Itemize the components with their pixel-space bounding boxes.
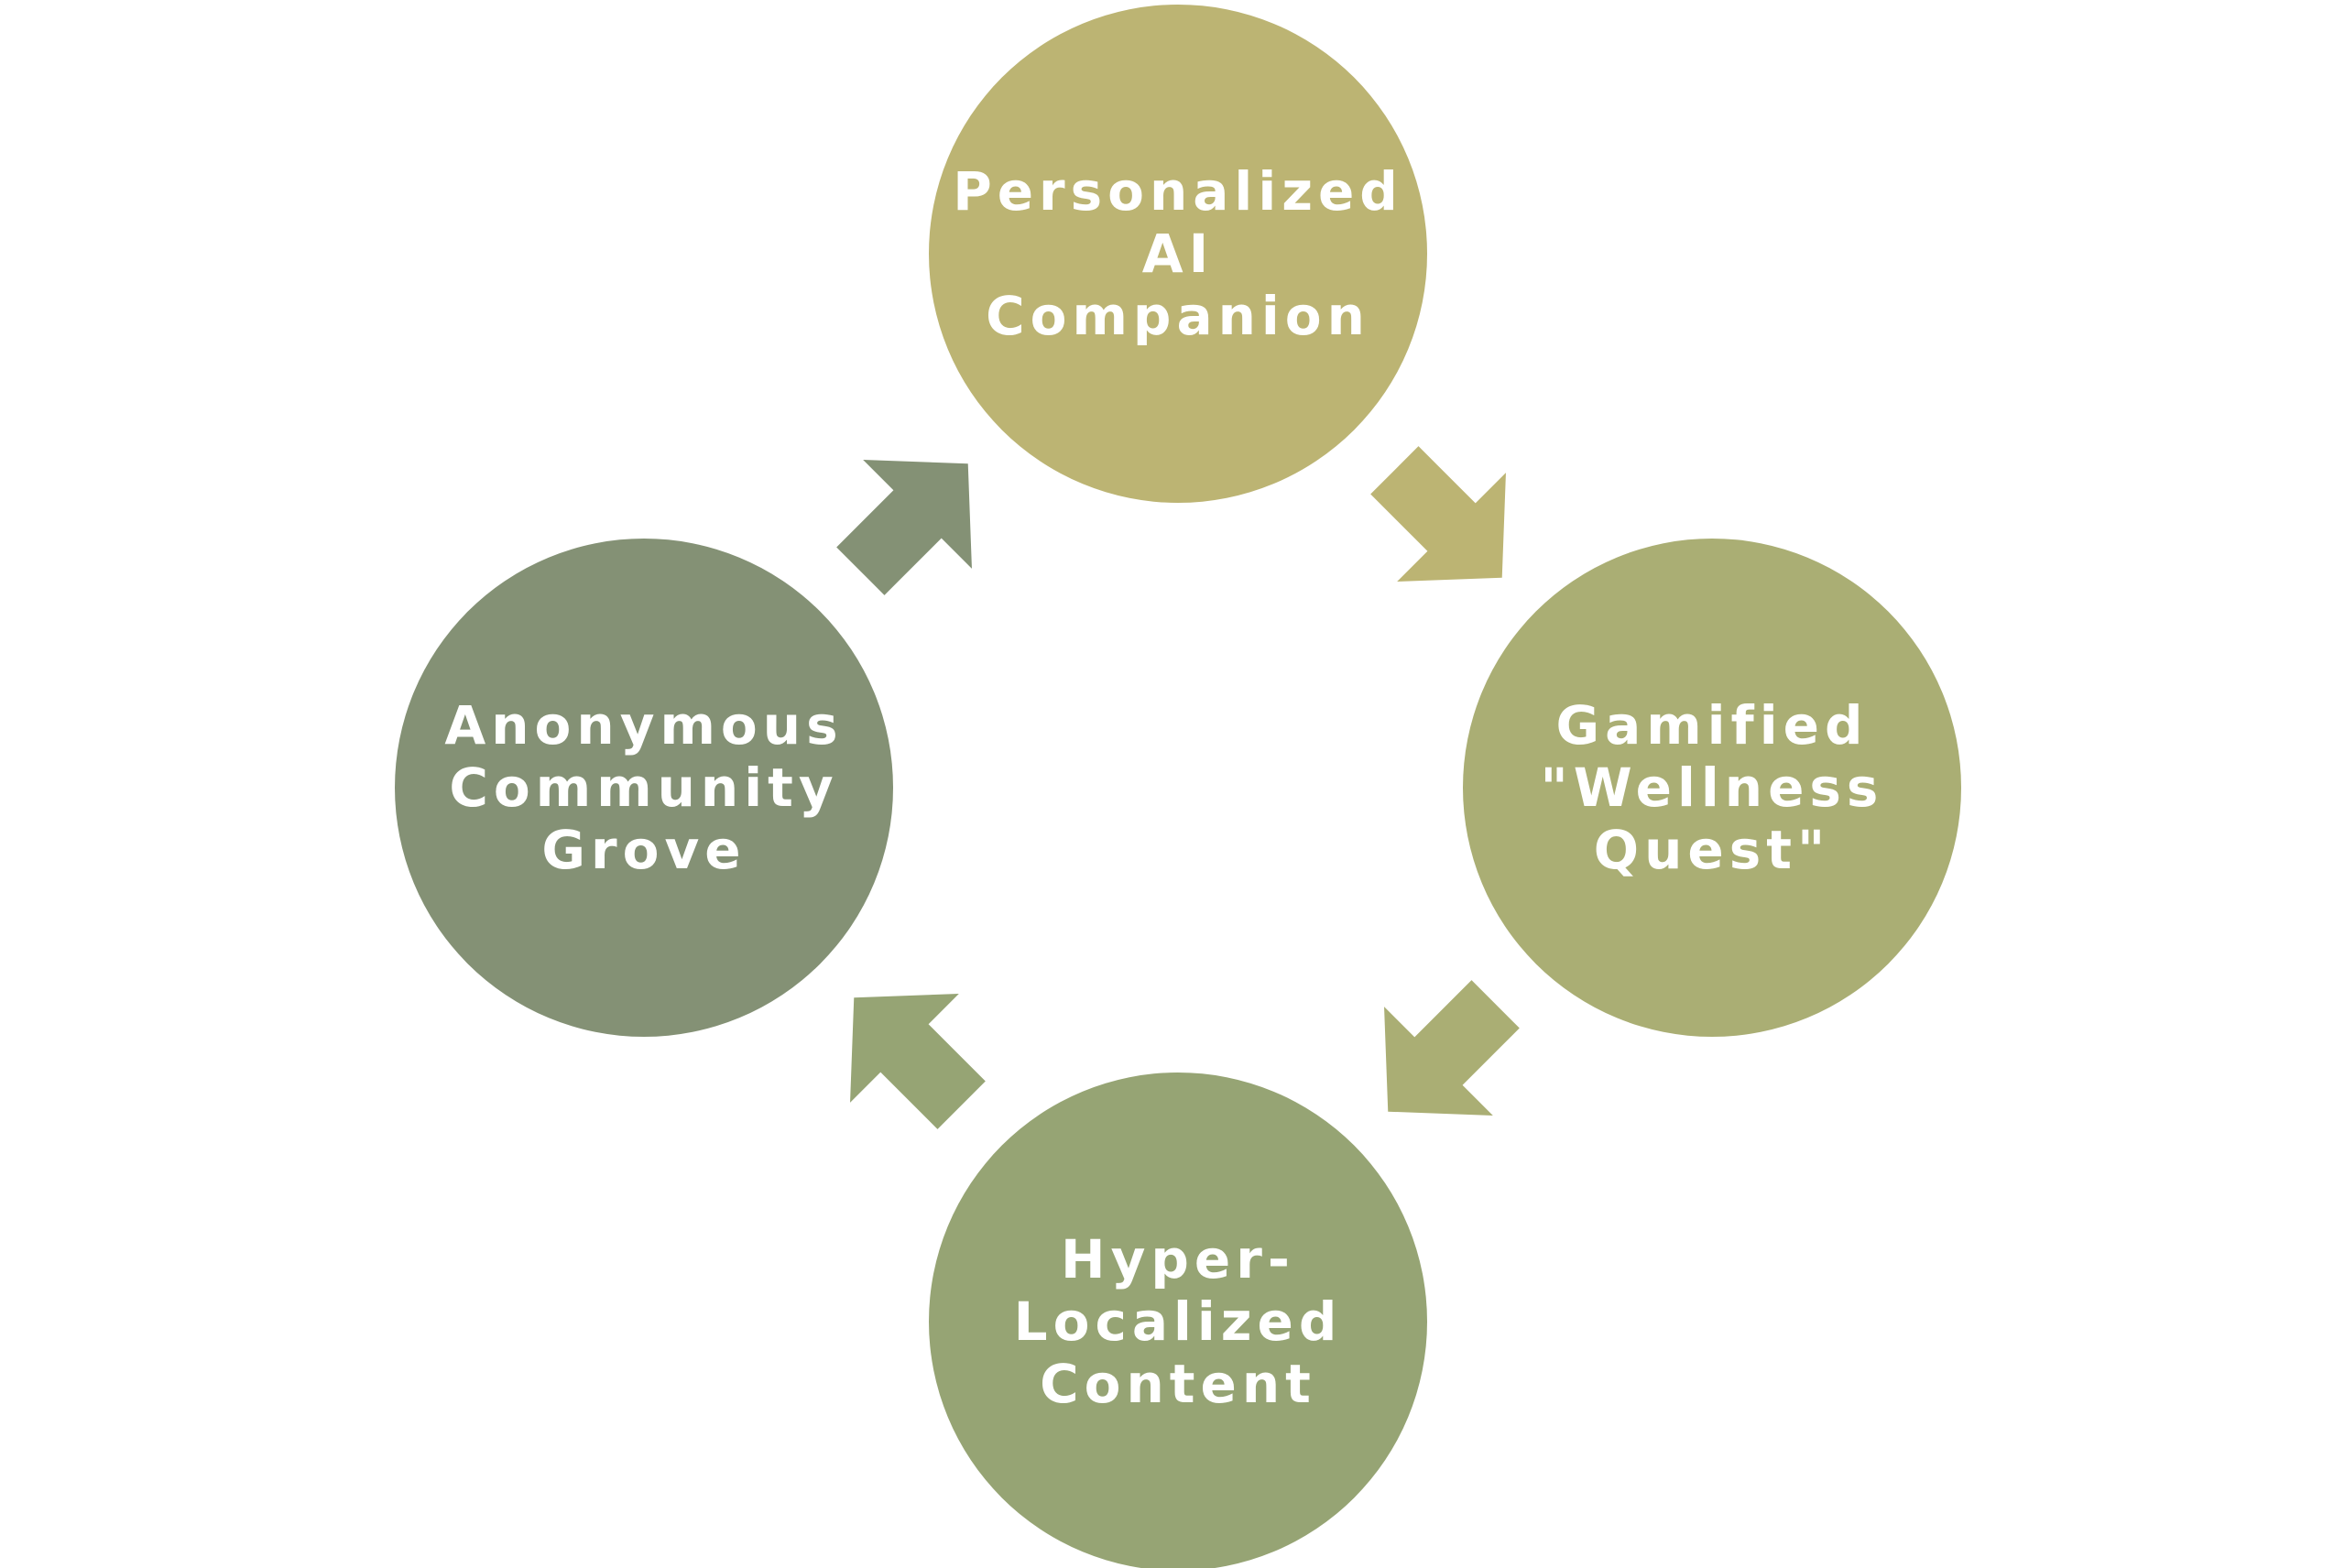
arrows-layer [836,446,1520,1129]
node-label-line: Anonymous [444,694,843,757]
node-circle [1463,539,1961,1037]
cycle-arrow [836,460,972,595]
node-label-line: Grove [541,819,746,881]
node-circle [929,5,1427,503]
node-circle [929,1073,1427,1568]
node-label-line: Localized [1014,1290,1343,1353]
cycle-arrow [1370,446,1506,582]
node-label-line: Companion [986,285,1370,347]
cycle-arrow [850,994,986,1129]
node-label-line: Community [449,757,838,819]
node-circle [395,539,893,1037]
cycle-arrow [1384,980,1520,1116]
node-label-line: Quest" [1594,819,1830,881]
node-label-line: "Wellness [1541,757,1884,819]
node-label-line: AI [1142,223,1214,285]
node-label-line: Personalized [953,160,1403,223]
node-label-line: Content [1040,1353,1316,1415]
node-label-line: Hyper- [1061,1228,1295,1290]
node-label-line: Gamified [1555,694,1868,757]
